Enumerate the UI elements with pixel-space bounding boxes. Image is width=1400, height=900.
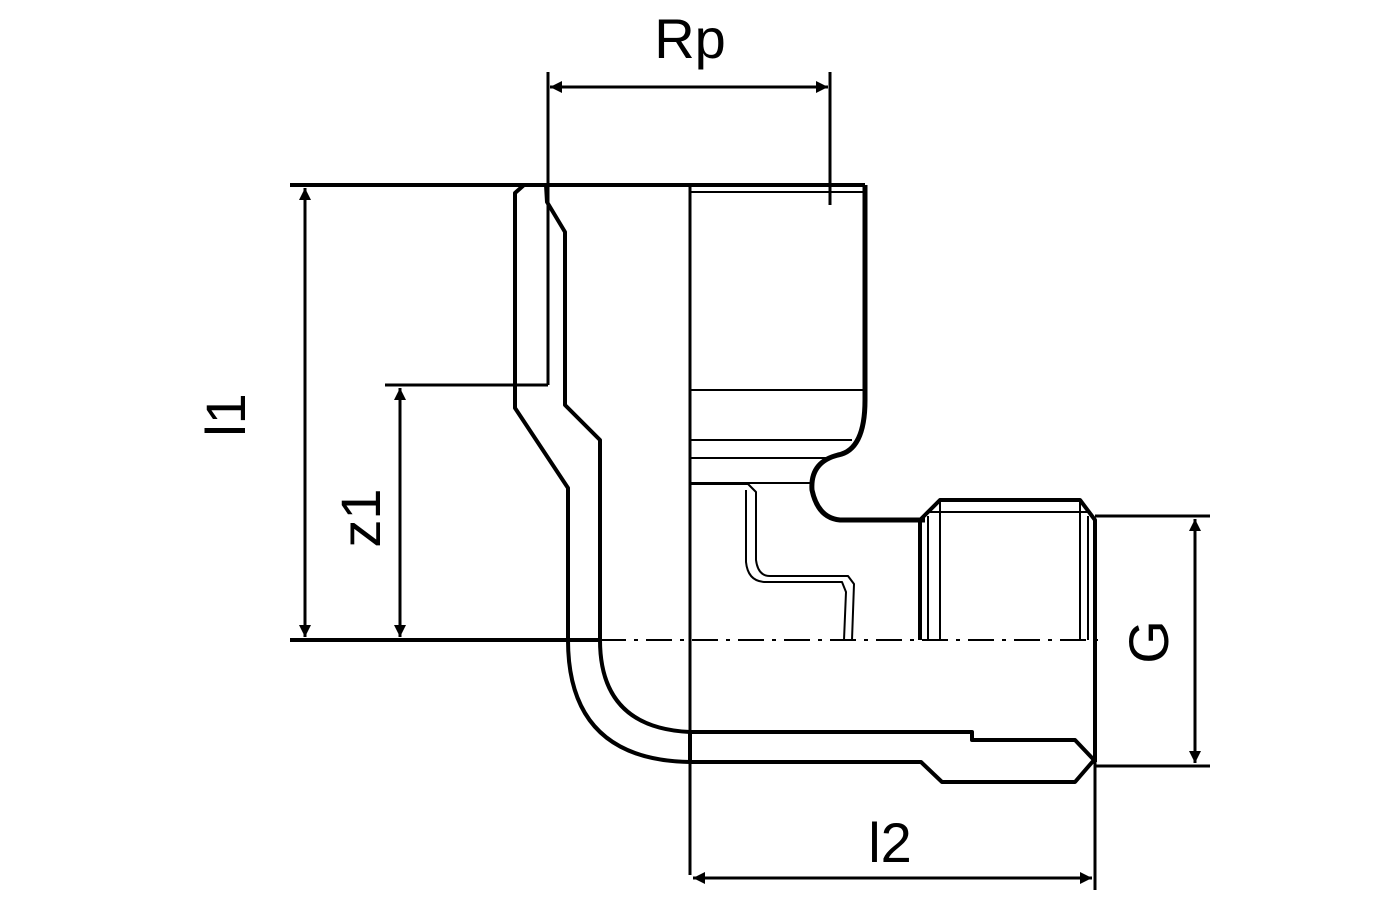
g-label: G [1117, 620, 1180, 664]
rp-label: Rp [654, 7, 726, 70]
l2-label: l2 [868, 811, 912, 874]
extension-lines [290, 72, 1210, 890]
elbow-bend-wall [566, 638, 692, 764]
fitting-body-outline [688, 185, 1097, 875]
z1-label: z1 [329, 488, 392, 547]
upper-socket-wall [513, 183, 602, 642]
horizontal-spigot-wall [688, 730, 1096, 784]
l1-label: l1 [194, 393, 257, 437]
